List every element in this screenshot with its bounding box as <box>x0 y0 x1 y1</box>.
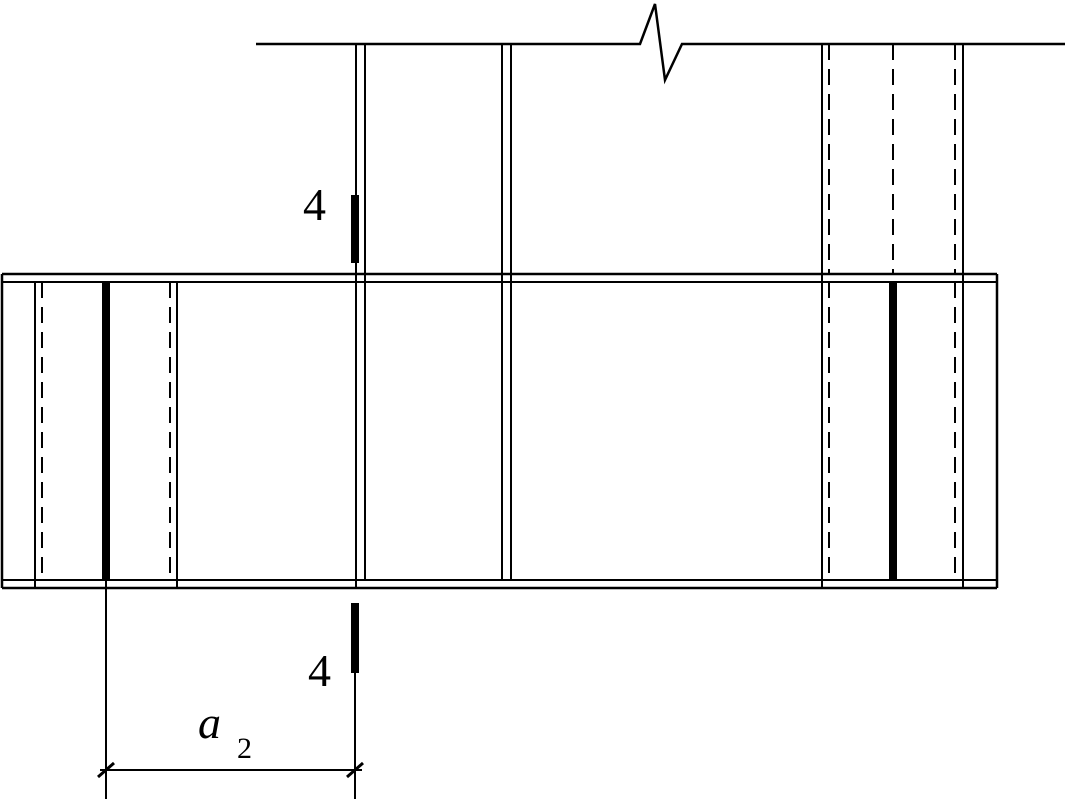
upper-beam-edge-with-break <box>256 3 1065 85</box>
upper-verticals <box>355 44 964 274</box>
dimension-tick-left <box>97 761 115 779</box>
section-cut-marks: 4 4 <box>303 179 359 696</box>
dimension-a2: a 2 <box>97 580 364 799</box>
beam-stiffeners <box>34 274 964 588</box>
section-label-top: 4 <box>303 179 326 230</box>
dimension-tick-right <box>346 761 364 779</box>
section-label-bottom: 4 <box>308 645 331 696</box>
dimension-subscript: 2 <box>237 732 252 765</box>
lower-beam <box>0 272 999 590</box>
dimension-symbol: a <box>198 697 221 748</box>
